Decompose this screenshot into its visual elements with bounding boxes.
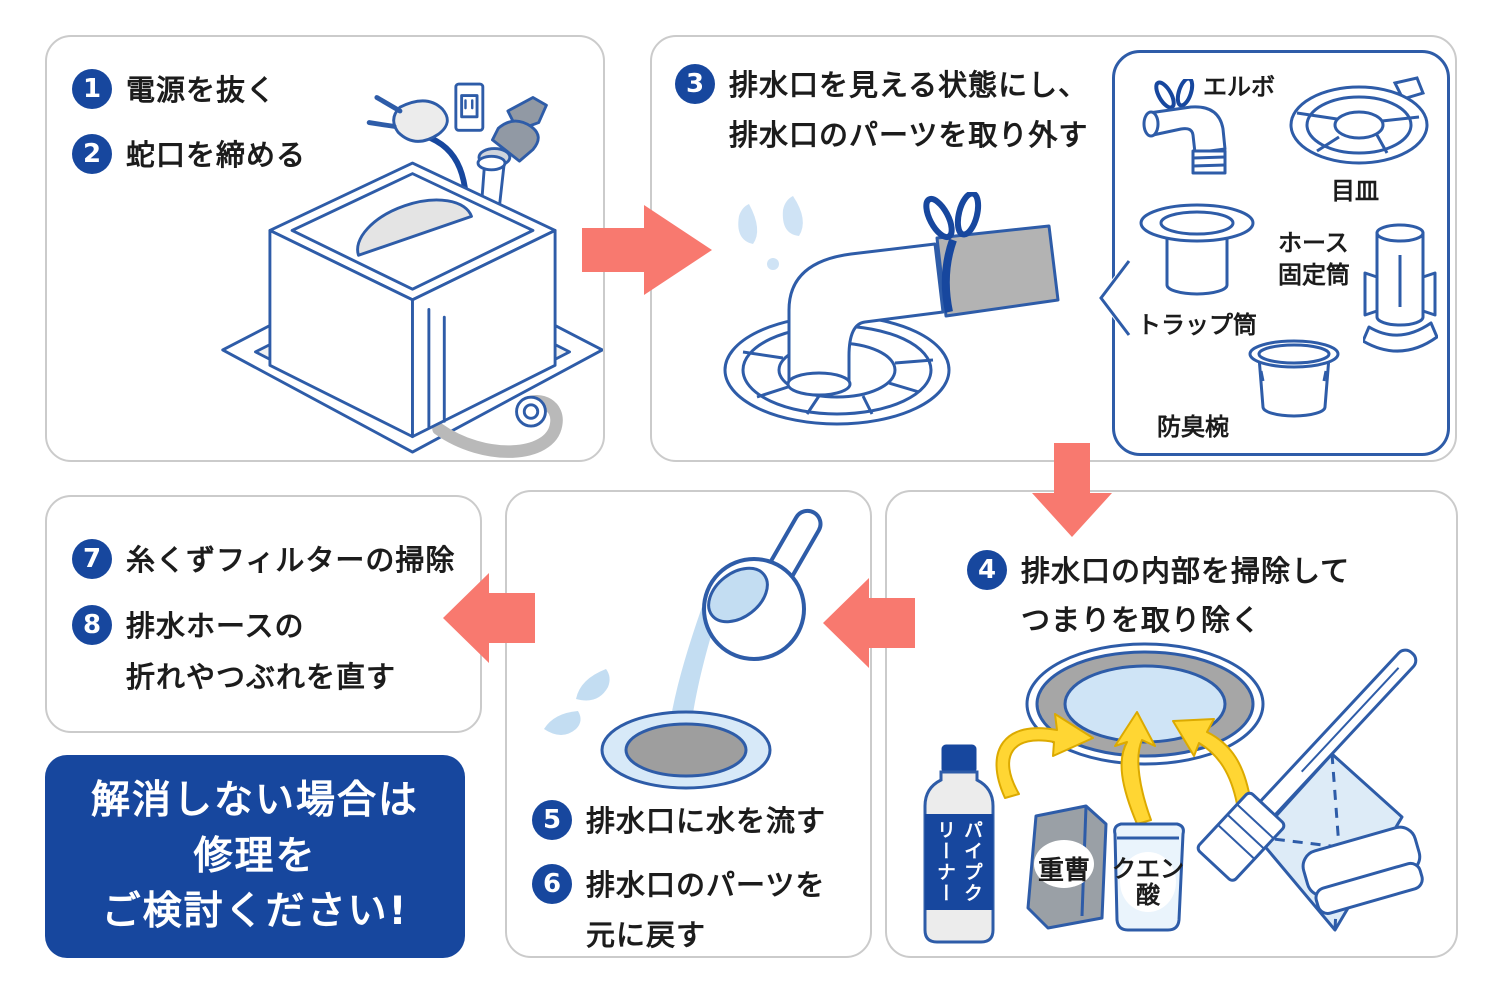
part-label-trap: トラップ筒 [1137, 311, 1257, 339]
step-1-row: 1 電源を抜く [72, 69, 276, 110]
step-2-text: 蛇口を締める [126, 138, 307, 172]
panel-remove-parts: 3 排水口を見える状態にし、 排水口のパーツを取り外す [650, 35, 1457, 462]
citric-acid-label: クエン 酸 [1112, 856, 1184, 909]
part-label-hose-line1: ホース [1278, 229, 1349, 257]
step-6-row: 6 排水口のパーツを [532, 864, 825, 905]
notice-line1: 解消しない場合は [90, 778, 419, 824]
step-5-text: 排水口に水を流す [586, 804, 827, 838]
step-4-text-line2: つまりを取り除く [1021, 603, 1262, 637]
strainer-plate-icon [1289, 76, 1429, 165]
washing-machine-illustration [221, 82, 603, 458]
drain-parts-callout: エルボ [1097, 50, 1450, 456]
step-7-badge: 7 [72, 539, 112, 579]
part-label-elbow: エルボ [1203, 73, 1275, 101]
step-3-text-line1: 排水口を見える状態にし、 [729, 68, 1089, 102]
step-4-badge: 4 [967, 550, 1007, 590]
step-2-badge: 2 [72, 134, 112, 174]
part-label-bowl: 防臭椀 [1157, 413, 1229, 441]
hose-fixing-cylinder-icon [1363, 223, 1438, 353]
flow-arrow-down-icon [1032, 443, 1112, 537]
cleaning-supplies-illustration [923, 642, 1424, 944]
panel-filter-hose: 7 糸くずフィルターの掃除 8 排水ホースの 折れやつぶれを直す [45, 495, 482, 733]
notice-line2: 修理を [193, 833, 317, 879]
step-3-text-line2: 排水口のパーツを取り外す [729, 118, 1089, 152]
yellow-arrows [995, 711, 1252, 825]
citric-acid-line1: クエン [1112, 855, 1184, 883]
step-2-row: 2 蛇口を締める [72, 134, 306, 175]
step-6-badge: 6 [532, 864, 572, 904]
pouring-water-illustration [544, 508, 823, 790]
step-3-row: 3 排水口を見える状態にし、 [675, 64, 1088, 105]
step-4-text-line1: 排水口の内部を掃除して [1021, 554, 1351, 588]
step-6-text-line2: 元に戻す [586, 918, 707, 952]
elbow-part-icon [1142, 79, 1227, 175]
repair-notice-box: 解消しない場合は 修理を ご検討ください! [45, 755, 465, 958]
step-8-text-line1: 排水ホースの [126, 609, 305, 643]
step-8-text-line2: 折れやつぶれを直す [126, 660, 397, 694]
step-4-row: 4 排水口の内部を掃除して [967, 550, 1350, 591]
flow-arrow-right-icon [582, 205, 712, 295]
citric-acid-line2: 酸 [1136, 881, 1160, 910]
step-5-badge: 5 [532, 800, 572, 840]
step-6-text-line1: 排水口のパーツを [586, 868, 826, 902]
drain-elbow-illustration [723, 192, 1060, 426]
panel-rinse-restore: 5 排水口に水を流す 6 排水口のパーツを 元に戻す [505, 490, 872, 958]
step-7-row: 7 糸くずフィルターの掃除 [72, 539, 455, 580]
odor-trap-bowl-icon [1248, 339, 1340, 418]
panel-clean-inside: 4 排水口の内部を掃除して つまりを取り除く [885, 490, 1458, 958]
baking-soda-label: 重曹 [1037, 856, 1090, 886]
step-8-badge: 8 [72, 605, 112, 645]
pipe-cleaner-label: パイプクリーナー [934, 820, 983, 904]
step-8-row: 8 排水ホースの [72, 605, 305, 646]
trap-cylinder-icon [1139, 203, 1255, 296]
notice-line3: ご検討ください! [101, 889, 409, 935]
step-5-row: 5 排水口に水を流す [532, 800, 826, 841]
part-label-strainer-plate: 目皿 [1331, 177, 1379, 205]
flow-arrow-left-middle-icon [823, 578, 915, 668]
callout-pointer-icon [1097, 253, 1133, 343]
flow-arrow-left-icon [443, 573, 535, 663]
panel-unplug-faucet: 1 電源を抜く 2 蛇口を締める [45, 35, 605, 462]
step-1-badge: 1 [72, 69, 112, 109]
step-3-badge: 3 [675, 64, 715, 104]
part-label-hose-line2: 固定筒 [1278, 261, 1350, 289]
step-1-text: 電源を抜く [126, 73, 277, 107]
step-7-text: 糸くずフィルターの掃除 [126, 543, 456, 577]
